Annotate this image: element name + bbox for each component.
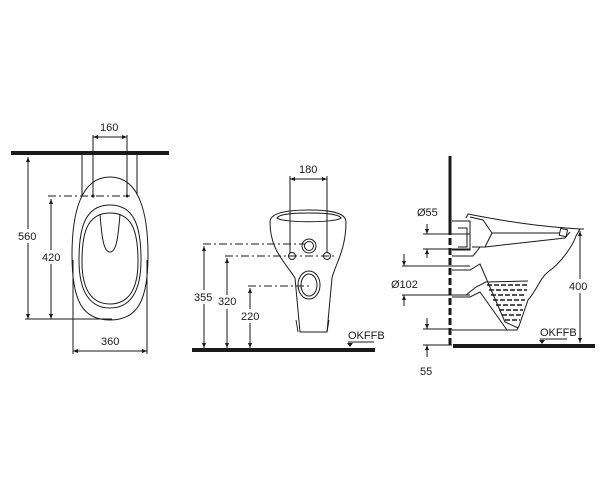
floor-marker-icon bbox=[347, 343, 353, 347]
bowl-outline bbox=[71, 176, 149, 321]
outlet-hole bbox=[297, 270, 321, 300]
wc-body-outline bbox=[452, 213, 581, 331]
side-view: Ø55 Ø102 55 400 OKFFB bbox=[391, 156, 595, 378]
floor-marker-icon-side bbox=[539, 340, 545, 344]
dim-560-label: 560 bbox=[18, 231, 36, 243]
water-hatch bbox=[487, 284, 527, 321]
rear-view: 180 355 320 220 O bbox=[192, 164, 385, 352]
dim-360-label: 360 bbox=[101, 336, 119, 348]
floor-label-rear: OKFFB bbox=[348, 330, 385, 342]
dim-400-label: 400 bbox=[569, 281, 587, 293]
dim-55-label: 55 bbox=[420, 366, 432, 378]
dim-320-label: 320 bbox=[218, 296, 236, 308]
dim-355-label: 355 bbox=[194, 292, 212, 304]
dim-d55-label: Ø55 bbox=[417, 207, 438, 219]
dim-160-label: 160 bbox=[100, 122, 118, 134]
floor-label-side: OKFFB bbox=[540, 327, 577, 339]
dim-220-label: 220 bbox=[241, 311, 259, 323]
dim-420-label: 420 bbox=[42, 252, 60, 264]
front-view: 160 560 420 360 bbox=[11, 122, 169, 354]
bowl-rear-outline bbox=[269, 209, 347, 333]
dim-d102-label: Ø102 bbox=[391, 279, 418, 291]
dim-180-label: 180 bbox=[299, 164, 317, 176]
